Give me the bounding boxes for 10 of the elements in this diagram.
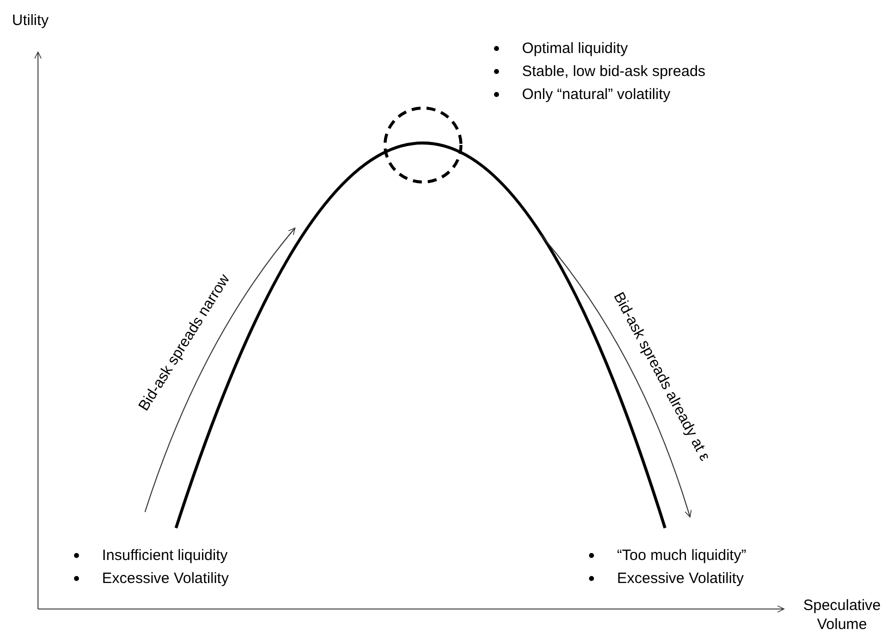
bullet-text: Excessive Volatility bbox=[617, 569, 744, 589]
bullet-text: Optimal liquidity bbox=[522, 39, 628, 59]
bullet-text: Stable, low bid-ask spreads bbox=[522, 62, 706, 82]
bullet-text: Only “natural” volatility bbox=[522, 85, 670, 105]
axis-label: Speculative Volume bbox=[802, 597, 882, 634]
bullet-text: Insufficient liquidity bbox=[102, 546, 228, 566]
bullet-text: Excessive Volatility bbox=[102, 569, 229, 589]
bullet-text: “Too much liquidity” bbox=[617, 546, 746, 566]
dashed-circle bbox=[384, 106, 462, 184]
axis-label: Utility bbox=[12, 11, 49, 31]
